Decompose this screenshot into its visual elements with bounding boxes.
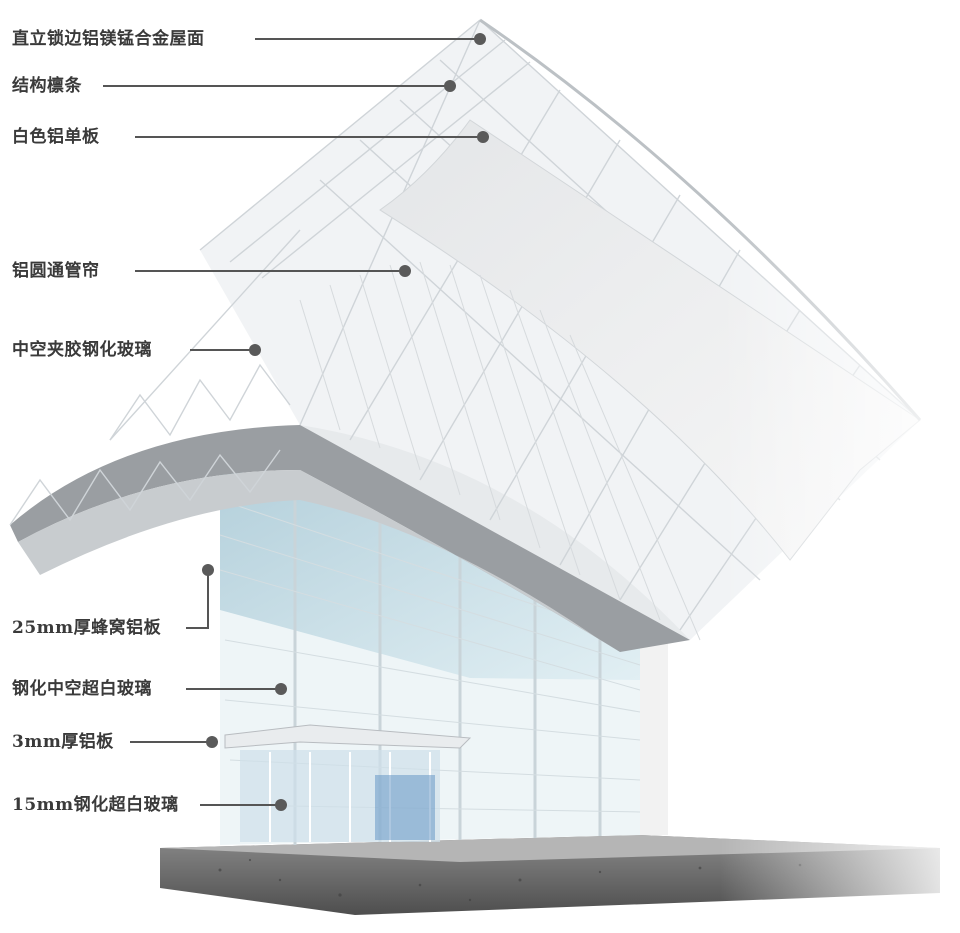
callout-laminated: 中空夹胶钢化玻璃 xyxy=(12,340,152,360)
dot-tempered xyxy=(275,683,287,695)
dot-panel xyxy=(477,131,489,143)
dot-tube xyxy=(399,265,411,277)
callout-tempered: 钢化中空超白玻璃 xyxy=(12,679,152,699)
callout-glass15: 15mm钢化超白玻璃 xyxy=(12,795,179,815)
dot-purlin xyxy=(444,80,456,92)
dot-laminated xyxy=(249,344,261,356)
callout-roof: 直立锁边铝镁锰合金屋面 xyxy=(12,29,205,49)
callout-honeycomb: 25mm厚蜂窝铝板 xyxy=(12,618,162,638)
dot-glass15 xyxy=(275,799,287,811)
callout-purlin: 结构檩条 xyxy=(12,76,82,96)
callout-panel: 白色铝单板 xyxy=(12,127,100,147)
leader-lines xyxy=(103,33,489,811)
dot-roof xyxy=(474,33,486,45)
dot-honeycomb xyxy=(202,564,214,576)
leader-honeycomb xyxy=(186,570,209,629)
callout-plate3: 3mm厚铝板 xyxy=(12,732,114,752)
dot-plate3 xyxy=(206,736,218,748)
callout-tube: 铝圆通管帘 xyxy=(12,261,100,281)
